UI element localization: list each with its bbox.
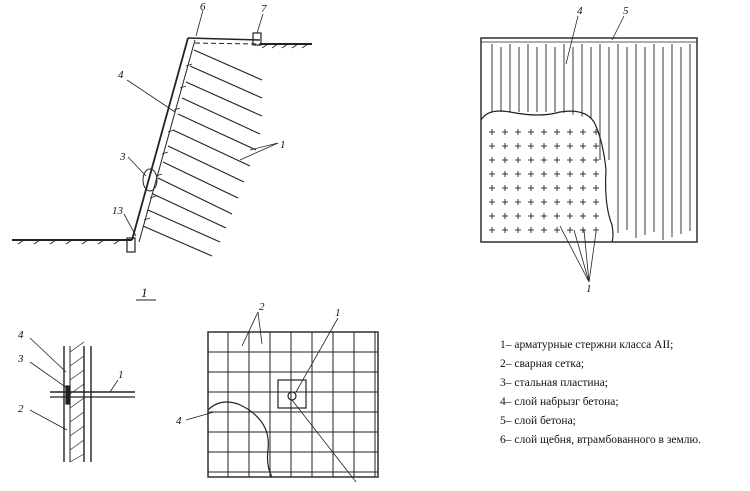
crest-block xyxy=(252,32,262,46)
callout-slope-3: 3 xyxy=(119,151,126,163)
legend-item: 1– арматурные стержни класса AII; xyxy=(500,339,674,351)
wall-hatch xyxy=(69,341,85,463)
leader-plan-5 xyxy=(611,15,625,41)
legend: 1– арматурные стержни класса AII; 2– сва… xyxy=(500,336,745,450)
leader-mesh-2 xyxy=(241,311,263,347)
leader-1a xyxy=(239,142,279,161)
crest-layer-bottom xyxy=(194,42,261,45)
shotcrete-boundary xyxy=(480,110,614,243)
crest-layer-top xyxy=(187,37,261,41)
mesh-shotcrete-boundary xyxy=(207,401,273,478)
mesh-plan xyxy=(185,311,379,483)
callout-plan-4: 4 xyxy=(577,5,583,17)
leader-a2 xyxy=(29,409,68,431)
leader-7 xyxy=(256,13,264,34)
leader-3 xyxy=(127,156,147,177)
leader-6 xyxy=(195,9,204,37)
legend-item: 5– слой бетона; xyxy=(500,415,576,427)
callout-mesh-4: 4 xyxy=(176,415,182,427)
anchor-plate xyxy=(65,385,71,405)
callout-mesh-2: 2 xyxy=(259,301,265,313)
callout-slope-13: 13 xyxy=(112,205,124,217)
mesh-frame xyxy=(207,331,379,478)
callout-anchor-2: 2 xyxy=(18,403,24,415)
legend-item: 6– слой щебня, втрамбованного в землю. xyxy=(500,434,701,446)
leader-mesh-1 xyxy=(295,317,339,393)
plan-frame xyxy=(480,37,698,243)
leader-a1 xyxy=(109,379,119,393)
slope-section xyxy=(12,9,312,301)
callout-labels: 6 7 4 3 1 13 1 4 5 1 4 3 2 1 2 1 4 xyxy=(17,1,629,427)
figure-label: 1 xyxy=(141,285,148,300)
lower-ground-hatch xyxy=(17,239,121,245)
mesh-plate xyxy=(277,379,307,409)
mesh-cross-markers xyxy=(489,129,599,233)
leader-a4 xyxy=(29,337,67,373)
callout-anchor-4: 4 xyxy=(18,329,24,341)
leader-a3 xyxy=(29,361,68,389)
legend-item: 2– сварная сетка; xyxy=(500,358,585,370)
leader-1b xyxy=(249,142,279,151)
leader-plan-1 xyxy=(559,225,597,283)
legend-item: 3– стальная пластина; xyxy=(500,377,608,389)
welded-mesh-grid xyxy=(208,332,378,477)
callout-slope-1: 1 xyxy=(280,139,286,151)
callout-slope-6: 6 xyxy=(200,1,206,13)
callout-anchor-1: 1 xyxy=(118,369,124,381)
leader-4 xyxy=(126,79,176,113)
plan-view xyxy=(480,15,698,283)
anchor-bars xyxy=(142,49,263,257)
callout-plan-1: 1 xyxy=(586,283,592,295)
leader-mesh-4 xyxy=(185,411,215,421)
leader-13 xyxy=(123,213,137,237)
steel-plate xyxy=(142,168,158,192)
legend-item: 4– слой набрызг бетона; xyxy=(500,396,619,408)
slope-face-inner xyxy=(138,39,196,243)
anchor-detail xyxy=(29,337,135,463)
mesh-diagonal xyxy=(291,399,357,483)
slope-face-outer xyxy=(131,37,189,241)
callout-anchor-3: 3 xyxy=(17,353,24,365)
callout-slope-4: 4 xyxy=(118,69,124,81)
toe-block xyxy=(126,237,136,253)
slope-face-ticks xyxy=(143,63,193,221)
callout-plan-5: 5 xyxy=(623,5,629,17)
callout-slope-7: 7 xyxy=(261,3,267,15)
upper-ground-hatch xyxy=(261,43,309,49)
mesh-anchor-hole xyxy=(287,391,297,401)
leader-plan-4 xyxy=(565,15,579,65)
callout-mesh-1: 1 xyxy=(335,307,341,319)
concrete-layer-hatch xyxy=(491,44,691,240)
